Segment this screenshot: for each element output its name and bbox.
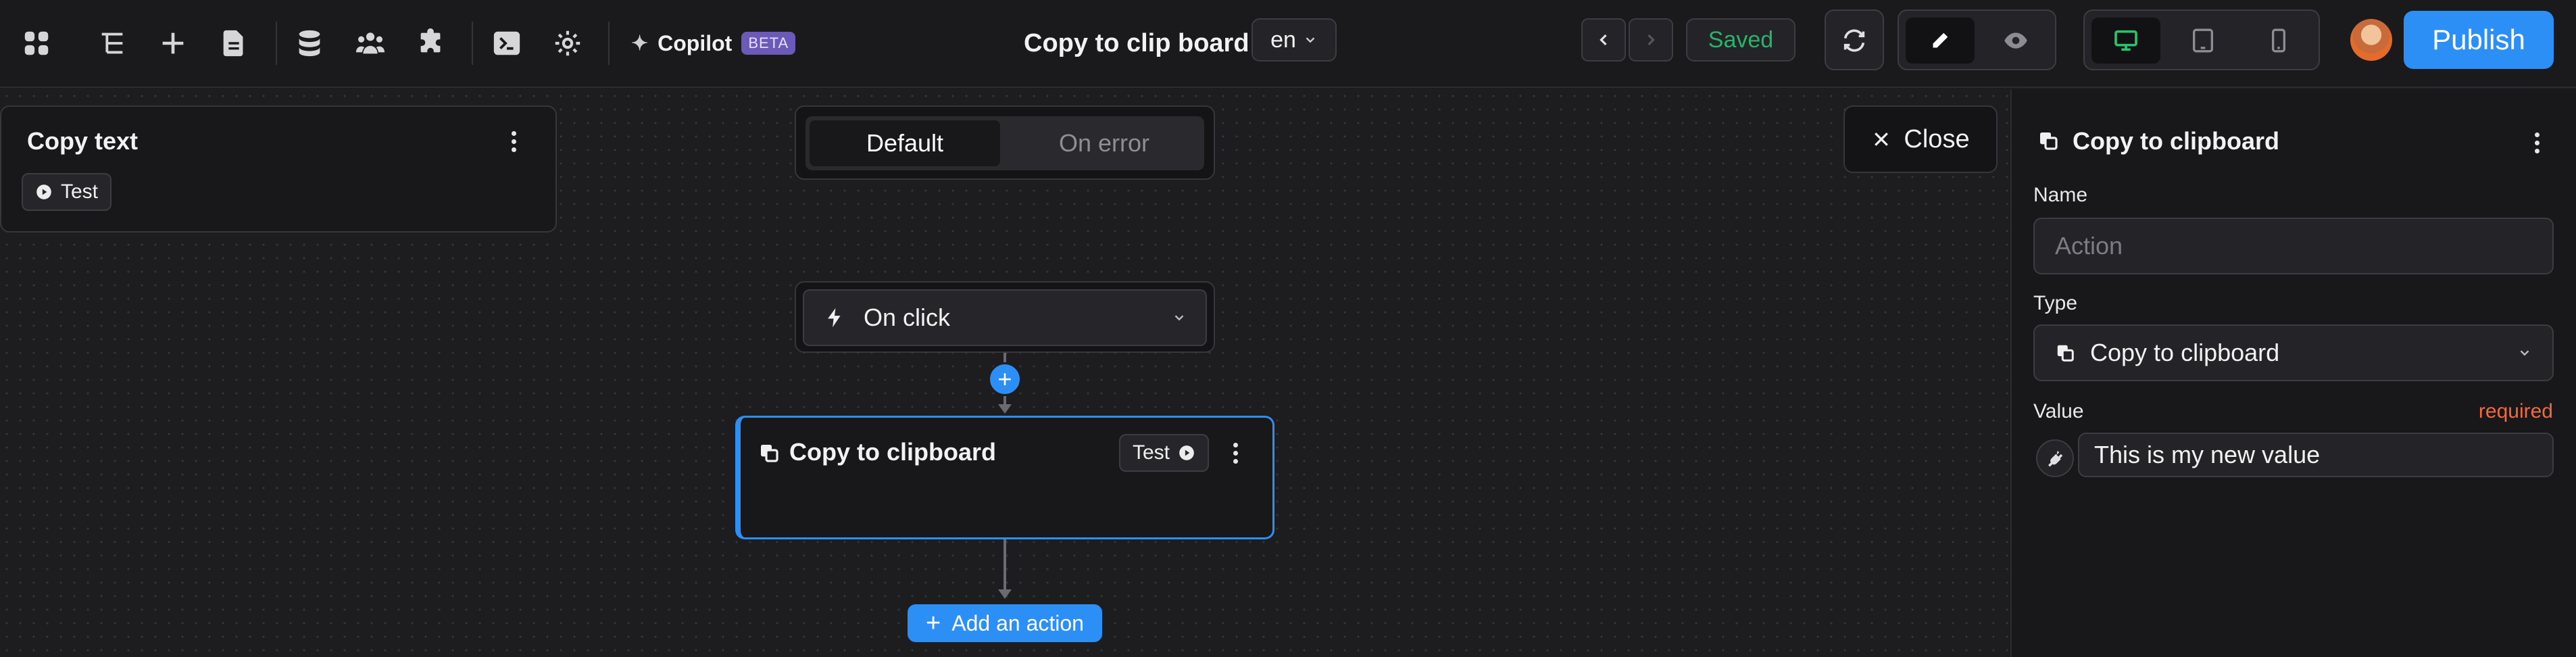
page-icon[interactable] <box>214 23 254 64</box>
name-label: Name <box>2033 184 2088 206</box>
gear-icon[interactable] <box>547 23 588 64</box>
sync-group <box>1825 9 1884 70</box>
tab-on-error[interactable]: On error <box>1058 129 1150 157</box>
mode-toggle <box>1898 9 2056 70</box>
value-label: Value <box>2033 400 2084 422</box>
language-select[interactable]: en <box>1252 18 1337 62</box>
plus-icon[interactable] <box>153 23 193 64</box>
trigger-node: On click <box>795 281 1215 353</box>
add-action-button[interactable]: + Add an action <box>908 604 1102 642</box>
toolbar-divider <box>472 22 473 65</box>
layers-tree-icon[interactable] <box>92 23 132 64</box>
trigger-select[interactable]: On click <box>803 289 1207 346</box>
toolbar-divider <box>608 22 610 65</box>
chevron-down-icon <box>2520 350 2529 356</box>
type-select[interactable]: Copy to clipboard <box>2033 324 2554 381</box>
value-text: This is my new value <box>2094 441 2321 468</box>
page-title: Copy to clip board <box>1024 29 1249 57</box>
language-value: en <box>1270 26 1296 53</box>
insert-step-button[interactable]: + <box>988 362 1022 396</box>
copilot-label: Copilot <box>658 30 733 55</box>
desktop-view-button[interactable] <box>2091 18 2160 64</box>
beta-badge: BETA <box>741 32 796 55</box>
action-title: Copy to clipboard <box>789 438 996 466</box>
tablet-view-button[interactable] <box>2169 18 2237 64</box>
database-icon[interactable] <box>289 23 330 64</box>
preview-mode-button[interactable] <box>1981 18 2050 64</box>
device-toggle <box>2083 9 2320 70</box>
tablet-icon <box>2193 28 2213 53</box>
name-placeholder: Action <box>2055 232 2123 260</box>
copy-icon <box>2057 345 2074 362</box>
name-field[interactable]: Action <box>2033 218 2554 274</box>
connector-arrow <box>998 404 1012 414</box>
action-node[interactable]: Copy to clipboard Test <box>735 416 1274 539</box>
puzzle-icon[interactable] <box>411 23 451 64</box>
value-input[interactable]: This is my new value <box>2078 433 2554 477</box>
sparkle-icon: ✦ <box>631 32 649 55</box>
action-more-icon[interactable] <box>1222 436 1249 470</box>
connector-line <box>1004 396 1006 407</box>
connector-line <box>1004 539 1006 591</box>
plug-icon <box>2048 450 2063 467</box>
action-test-label: Test <box>1133 441 1170 464</box>
connector-arrow <box>998 589 1012 599</box>
close-panel-button[interactable]: Close <box>1843 105 1998 173</box>
mobile-icon <box>2272 28 2285 53</box>
action-test-button[interactable]: Test <box>1119 434 1210 472</box>
user-avatar[interactable] <box>2350 19 2392 61</box>
pencil-icon <box>1933 32 1948 48</box>
required-label: required <box>2478 400 2553 422</box>
more-options-icon[interactable] <box>499 239 526 273</box>
workflow-card[interactable]: Copy text Test <box>0 105 557 233</box>
workflow-test-button[interactable]: Test <box>22 173 112 211</box>
chevron-down-icon <box>1174 315 1184 321</box>
properties-panel: Copy to clipboard Name Action Type Copy … <box>2010 89 2576 657</box>
close-label: Close <box>1904 124 1970 153</box>
trigger-label: On click <box>864 303 951 331</box>
tab-default[interactable]: Default <box>810 120 1000 166</box>
undo-button[interactable] <box>1581 18 1626 62</box>
edit-mode-button[interactable] <box>1906 18 1975 64</box>
play-icon <box>1179 445 1194 460</box>
chevron-right-icon <box>1648 34 1655 46</box>
users-icon[interactable] <box>350 23 391 64</box>
toolbar-divider <box>276 22 277 65</box>
terminal-icon[interactable] <box>487 23 527 64</box>
type-value: Copy to clipboard <box>2090 339 2280 366</box>
formula-toggle-button[interactable] <box>2036 439 2074 477</box>
sync-button[interactable] <box>1831 18 1877 64</box>
close-icon <box>1875 132 1889 146</box>
panel-title: Copy to clipboard <box>2073 127 2279 155</box>
eye-icon <box>2004 32 2027 49</box>
plus-icon: + <box>926 609 941 637</box>
chevron-down-icon <box>1306 37 1315 43</box>
workflow-test-label: Test <box>61 180 99 203</box>
publish-button[interactable]: Publish <box>2404 11 2554 69</box>
redo-button[interactable] <box>1629 18 1673 62</box>
mobile-view-button[interactable] <box>2244 18 2313 64</box>
type-label: Type <box>2033 292 2078 314</box>
desktop-icon <box>2114 30 2137 51</box>
copy-icon <box>761 445 778 462</box>
top-toolbar: ✦ Copilot BETA Copy to clip board en Sav… <box>0 0 2576 88</box>
panel-more-icon[interactable] <box>2523 126 2550 160</box>
copilot-button[interactable]: ✦ Copilot BETA <box>631 24 796 62</box>
branch-tabs: Default On error <box>795 105 1215 180</box>
lightning-icon <box>828 308 841 328</box>
workflow-title: Copy text <box>27 127 139 155</box>
apps-grid-icon[interactable] <box>16 23 57 64</box>
saved-status: Saved <box>1686 18 1795 62</box>
workflow-more-icon[interactable] <box>500 124 527 158</box>
branch-tabs-track: Default On error <box>806 116 1204 170</box>
connector-line <box>1004 353 1006 368</box>
play-icon <box>36 185 51 199</box>
copy-icon <box>2040 132 2058 150</box>
refresh-icon <box>1843 29 1865 52</box>
chevron-left-icon <box>1600 34 1607 46</box>
add-action-label: Add an action <box>951 610 1084 635</box>
